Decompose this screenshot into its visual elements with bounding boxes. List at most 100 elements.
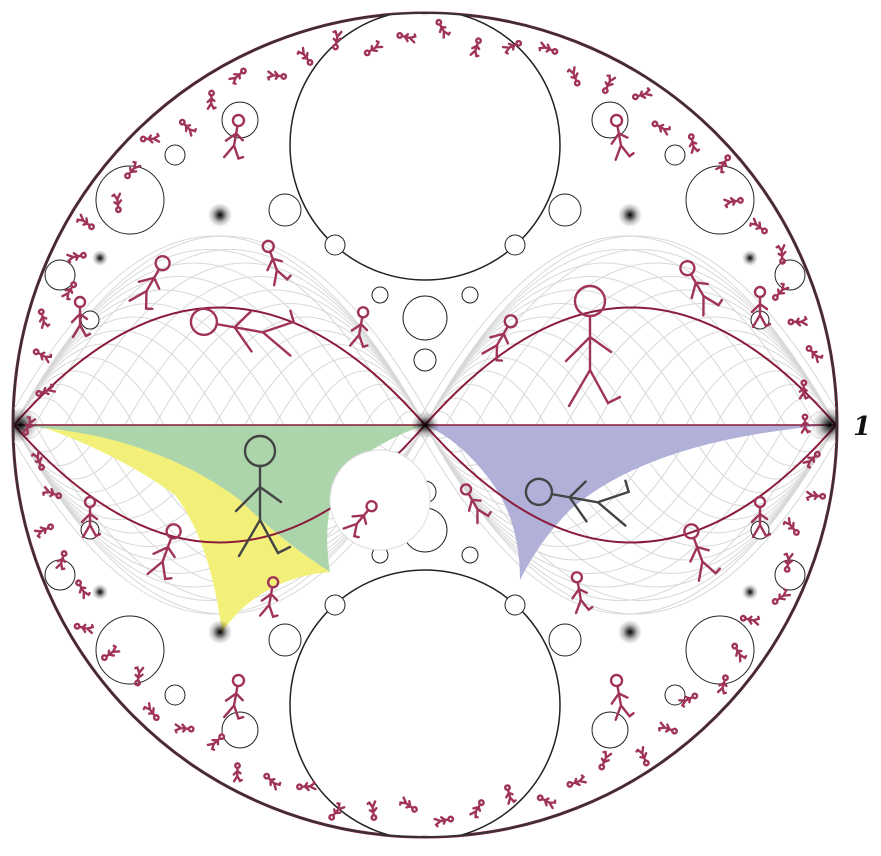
stick-figure-body — [782, 516, 797, 532]
stick-figure-body — [332, 29, 343, 46]
geodesic-arc — [94, 276, 426, 426]
stick-figure-body — [39, 383, 56, 396]
stick-figure-body — [600, 750, 613, 767]
geodesic-arc — [424, 303, 696, 426]
geodesic-arc — [565, 303, 837, 426]
stick-figure-body — [266, 250, 292, 287]
stick-figure-body — [146, 536, 176, 581]
tangent-circle — [731, 91, 749, 109]
tangent-circle — [101, 91, 119, 109]
stick-figure — [651, 120, 671, 136]
stick-figure — [61, 281, 78, 301]
geodesic-arc — [424, 276, 756, 426]
green-region — [20, 425, 425, 572]
stick-figure-body — [775, 588, 792, 602]
stick-figure-body — [206, 737, 222, 751]
geodesic-arc — [13, 262, 15, 426]
stick-figure-body — [400, 33, 417, 44]
stick-figure — [771, 588, 792, 605]
stick-figure-body — [538, 41, 554, 53]
stick-figure-body — [331, 802, 346, 817]
stick-figure-body — [775, 282, 790, 298]
stick-figure — [296, 46, 314, 66]
stick-figure-body — [78, 623, 95, 635]
cusp-point — [208, 620, 232, 644]
stick-figure-body — [469, 41, 481, 58]
stick-figure — [609, 673, 635, 721]
stick-figure-body — [688, 137, 701, 154]
tangent-circle — [190, 50, 210, 70]
stick-figure-body — [734, 646, 748, 663]
stick-figure-body — [571, 580, 594, 615]
stick-figure-body — [70, 305, 92, 339]
geodesic-arc — [64, 262, 426, 426]
geodesic-arc — [13, 235, 426, 426]
stick-figure — [566, 774, 587, 788]
stick-figure — [139, 132, 161, 144]
stick-figure — [100, 644, 121, 662]
stick-figure — [433, 815, 455, 828]
stick-figure — [775, 244, 787, 265]
stick-figure — [35, 383, 56, 397]
tangent-circle — [164, 144, 186, 166]
stick-figure-body — [348, 315, 369, 349]
stick-figure-body — [367, 40, 384, 53]
stick-figure — [399, 796, 418, 813]
stick-figure-body — [689, 536, 722, 582]
tangent-circle — [221, 711, 259, 749]
stick-figure-body — [566, 66, 579, 83]
stick-figure — [731, 642, 748, 663]
geodesic-arc — [34, 249, 426, 426]
stick-figure — [805, 490, 827, 501]
cusp-point — [742, 250, 758, 266]
yellow-region — [45, 428, 330, 632]
stick-figure — [258, 576, 280, 619]
stick-figure-body — [505, 788, 517, 805]
cusp-point — [419, 834, 431, 837]
stick-figure — [228, 67, 247, 86]
stick-figure-body — [501, 42, 518, 55]
stick-figure-body — [809, 348, 824, 364]
stick-figure — [716, 674, 729, 695]
stick-figure-body — [267, 776, 282, 791]
geodesic-arc — [424, 424, 786, 588]
tangent-circle — [774, 259, 806, 291]
stick-figure-body — [127, 160, 142, 176]
stick-figure-body — [438, 23, 451, 39]
stick-figure — [570, 571, 594, 615]
geodesic-arc — [424, 424, 726, 561]
cusp-point — [92, 584, 108, 600]
tangent-circle — [548, 193, 582, 227]
stick-figure-body — [610, 124, 635, 161]
stick-figure — [524, 477, 631, 527]
stick-figure-body — [564, 314, 622, 408]
stick-figure-body — [749, 217, 764, 231]
geodesic-arc — [424, 330, 636, 426]
stick-figure-body — [550, 479, 631, 527]
purple-region — [425, 425, 830, 580]
cusp-point — [618, 620, 642, 644]
stick-figure — [564, 284, 622, 408]
stick-figure — [749, 217, 768, 235]
stick-figure — [296, 780, 317, 792]
stick-figure — [501, 39, 523, 55]
stick-figure-body — [750, 295, 772, 329]
geodesic-arc — [835, 249, 837, 426]
geodesic-arc — [835, 424, 837, 588]
stick-figure-body — [105, 644, 121, 658]
geodesic-arc — [835, 424, 837, 561]
stick-figure-body — [433, 816, 450, 828]
stick-figure — [76, 213, 95, 231]
tangent-circle — [324, 234, 346, 256]
geodesic-arc — [835, 262, 837, 426]
geodesic-arc — [13, 424, 15, 588]
point-label-one: 1 — [853, 412, 872, 442]
geodesic-arc — [535, 289, 837, 426]
stick-figure — [771, 282, 790, 301]
stick-figure-body — [610, 684, 635, 721]
stick-figures — [22, 18, 827, 828]
cusp-point — [419, 13, 431, 16]
stick-figure-body — [300, 780, 317, 792]
stick-figure — [33, 523, 55, 539]
geodesic-arc — [424, 316, 666, 426]
